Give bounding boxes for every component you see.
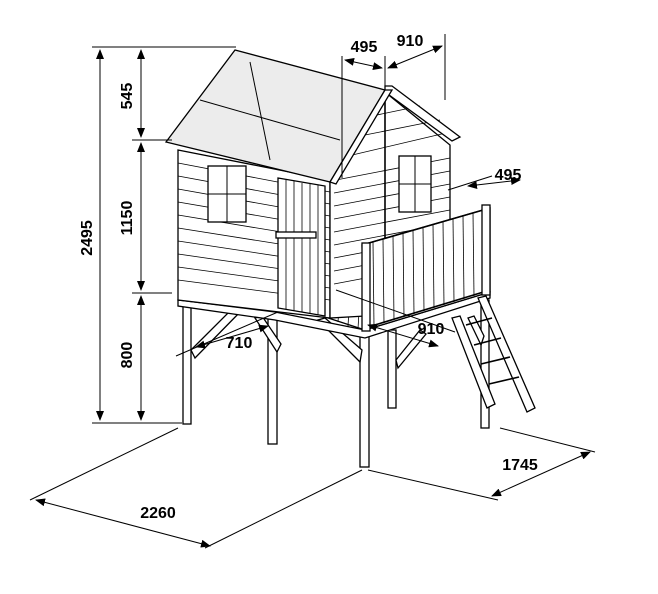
roof bbox=[164, 49, 462, 185]
playhouse-drawing bbox=[164, 49, 536, 468]
label-floor-depth: 710 bbox=[226, 335, 253, 352]
label-roof-overhang: 495 bbox=[351, 39, 378, 56]
label-balcony-depth: 910 bbox=[418, 321, 445, 338]
label-base-length: 2260 bbox=[140, 505, 176, 522]
label-wall-height: 1150 bbox=[119, 201, 136, 236]
label-roof-depth: 910 bbox=[397, 33, 424, 50]
balcony-railing bbox=[361, 204, 491, 332]
label-stilt-height: 800 bbox=[119, 342, 136, 369]
front-wall bbox=[177, 149, 331, 319]
ladder bbox=[451, 295, 536, 413]
dimension-lines bbox=[29, 34, 596, 549]
label-balcony-width: 495 bbox=[495, 167, 522, 184]
label-base-width: 1745 bbox=[502, 457, 538, 474]
label-total-height: 2495 bbox=[79, 220, 96, 256]
dimension-labels: 2495 545 1150 800 495 910 495 710 910 22… bbox=[79, 33, 538, 522]
label-roof-height: 545 bbox=[119, 83, 136, 110]
